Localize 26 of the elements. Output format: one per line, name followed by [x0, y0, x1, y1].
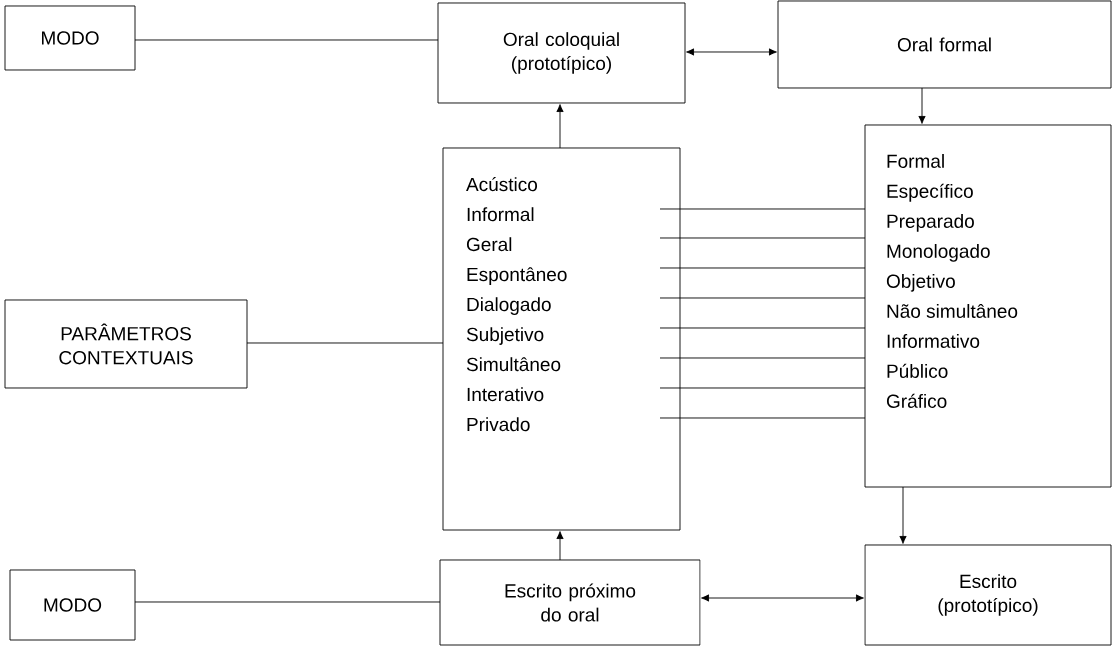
- connector-line: [659, 327, 866, 329]
- process-box: Escrito (prototípico): [864, 544, 1112, 646]
- connector-line: [659, 267, 866, 269]
- connector-line: [659, 417, 866, 419]
- connector-line: [659, 237, 866, 239]
- process-box: Oral coloquial (prototípico): [437, 2, 686, 104]
- list-box: Acústico Informal Geral Espontâneo Dialogado Subjetivo Simultâneo Interativo Privado: [442, 147, 681, 531]
- process-box: Oral formal: [777, 0, 1112, 89]
- mode-box: MODO: [9, 569, 136, 641]
- arrow: [686, 48, 777, 56]
- arrow: [556, 104, 564, 149]
- connector-line: [659, 357, 866, 359]
- connector-line: [659, 387, 866, 389]
- arrow: [556, 531, 564, 561]
- mode-box: MODO: [4, 5, 136, 71]
- connector-line: [659, 297, 866, 299]
- arrow: [701, 594, 864, 602]
- parameter-box: PARÂMETROS CONTEXTUAIS: [4, 299, 248, 389]
- connector-line: [246, 342, 444, 344]
- connector-line: [134, 601, 441, 603]
- arrow: [899, 486, 907, 544]
- connector-line: [659, 208, 866, 210]
- arrow: [918, 87, 926, 124]
- connector-line: [134, 39, 439, 41]
- process-box: Escrito próximo do oral: [439, 559, 701, 646]
- list-box: Formal Específico Preparado Monologado Objetivo Não simultâneo Informativo Público Gráfico: [864, 124, 1112, 488]
